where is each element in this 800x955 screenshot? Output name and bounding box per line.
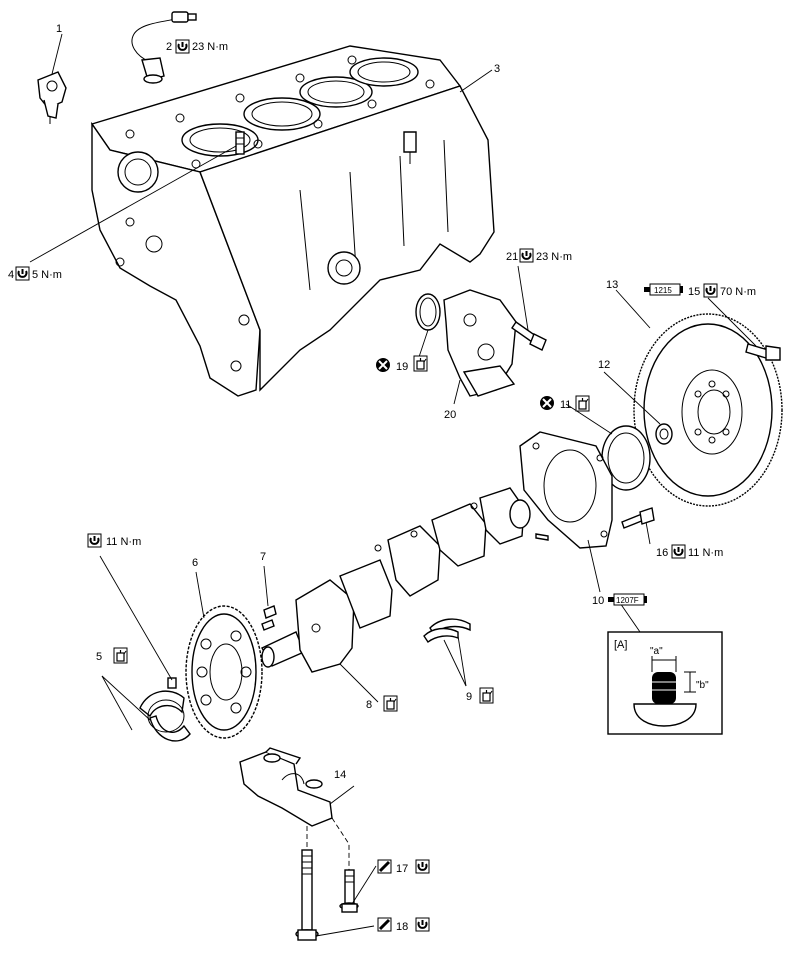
plastigauge-icon	[376, 858, 393, 875]
callout-21: 21	[506, 251, 518, 263]
housing-bolt	[621, 507, 655, 529]
torque-wrench-icon	[519, 248, 534, 263]
callout-17: 17	[396, 863, 408, 875]
callout-15-torque: 70 N·m	[720, 286, 756, 298]
torque-wrench-icon	[415, 917, 430, 932]
detail-view-label: [A]	[614, 639, 627, 651]
callout-19: 19	[396, 361, 408, 373]
plastigauge-icon	[376, 916, 393, 933]
callout-11: 11	[560, 399, 571, 411]
callout-5: 5	[96, 651, 102, 663]
callout-10: 10	[592, 595, 604, 607]
callout-2-torque: 23 N·m	[192, 41, 228, 53]
callout-6: 6	[192, 557, 198, 569]
crank-sensor-plate	[185, 605, 263, 739]
callout-2: 2	[166, 41, 172, 53]
oil-pump-bolt	[511, 321, 547, 351]
torque-wrench-icon	[15, 266, 30, 281]
thrust-bearing	[423, 618, 471, 644]
callout-16-torque: 11 N·m	[688, 547, 723, 559]
cap-bolt-long	[295, 826, 319, 941]
rear-oil-seal-housing	[519, 431, 613, 549]
oil-pump	[415, 289, 517, 397]
plate-bolt	[167, 677, 177, 689]
torque-wrench-icon	[703, 283, 718, 298]
knock-sensor	[131, 11, 197, 84]
crank-position-sensor	[37, 71, 67, 124]
pilot-bearing	[655, 423, 673, 445]
cap-bolt-short	[331, 817, 359, 913]
torque-wrench-icon	[671, 544, 686, 559]
callout-10-sealant: 1207F	[616, 596, 639, 605]
callout-12: 12	[598, 359, 610, 371]
oil-can-icon	[479, 687, 494, 704]
torque-wrench-icon	[87, 533, 102, 548]
callout-6-torque: 11 N·m	[106, 536, 141, 548]
oil-can-icon	[383, 695, 398, 712]
callout-1: 1	[56, 23, 62, 35]
do-not-reuse-icon	[539, 395, 555, 411]
leader-lines	[29, 33, 757, 937]
callout-15: 15	[688, 286, 700, 298]
crankshaft-key	[261, 605, 277, 631]
torque-wrench-icon	[415, 859, 430, 874]
callout-3: 3	[494, 63, 500, 75]
torque-wrench-icon	[175, 39, 190, 54]
callout-13: 13	[606, 279, 618, 291]
main-bearing-cap	[239, 747, 333, 827]
rear-oil-seal	[601, 425, 651, 491]
callout-7: 7	[260, 551, 266, 563]
callout-4: 4	[8, 269, 14, 281]
callout-20: 20	[444, 409, 456, 421]
flywheel	[633, 313, 783, 507]
dim-a-label: "a"	[650, 646, 663, 657]
dim-b-label: "b"	[696, 680, 709, 691]
crankshaft	[261, 487, 531, 673]
main-bearing-upper	[139, 690, 191, 742]
callout-18: 18	[396, 921, 408, 933]
cylinder-block	[90, 45, 495, 397]
callout-8: 8	[366, 699, 372, 711]
callout-9: 9	[466, 691, 472, 703]
detail-view-a: [A] "a" "b"	[607, 599, 723, 735]
callout-16: 16	[656, 547, 668, 559]
callout-14: 14	[334, 769, 346, 781]
oil-can-icon	[113, 647, 128, 664]
oil-can-icon	[575, 395, 590, 412]
do-not-reuse-icon	[375, 357, 391, 373]
callout-15-threadlock: 1215	[654, 286, 672, 295]
callout-4-torque: 5 N·m	[32, 269, 62, 281]
callout-21-torque: 23 N·m	[536, 251, 572, 263]
oil-can-icon	[413, 355, 428, 372]
flywheel-bolt	[745, 343, 781, 361]
